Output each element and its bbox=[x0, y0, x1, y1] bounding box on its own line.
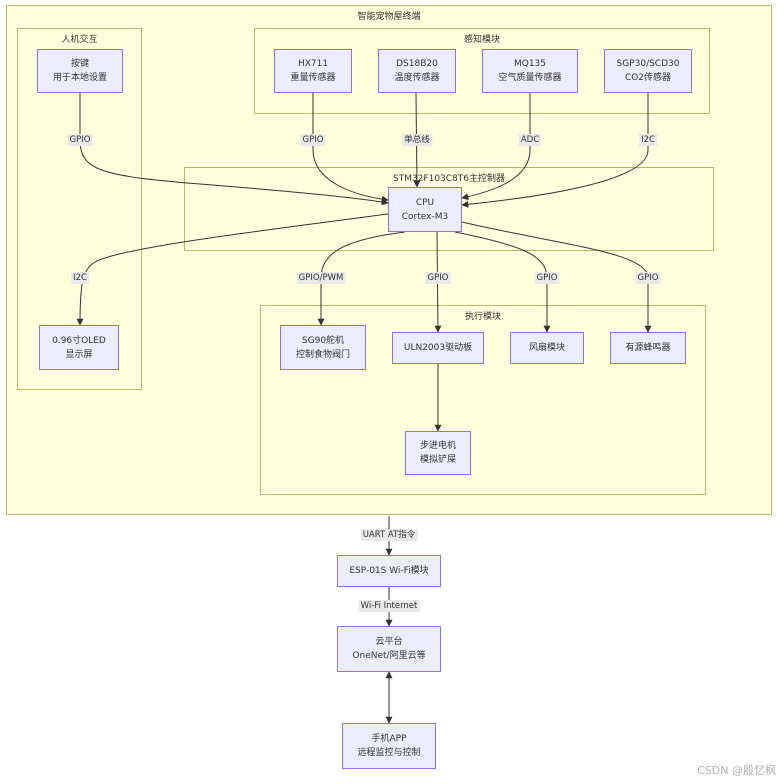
node-uln2003: ULN2003驱动板 bbox=[392, 332, 484, 364]
cluster-sensing-title: 感知模块 bbox=[463, 35, 500, 45]
edge-label-cpu-buzzer: GPIO bbox=[635, 272, 661, 284]
edge-label-sgp30-cpu: I2C bbox=[639, 134, 657, 146]
node-uln2003-line1: ULN2003驱动板 bbox=[403, 343, 473, 353]
edge-label-cpu-servo: GPIO/PWM bbox=[296, 272, 346, 284]
edge-label-mq135-cpu: ADC bbox=[518, 134, 542, 146]
node-key: 按键 用于本地设置 bbox=[37, 49, 123, 93]
node-mq135: MQ135 空气质量传感器 bbox=[482, 49, 578, 93]
edge-cpu-oled bbox=[76, 213, 389, 326]
node-mq135-line2: 空气质量传感器 bbox=[498, 73, 562, 83]
node-key-line2: 用于本地设置 bbox=[52, 73, 107, 83]
node-cpu-line2: Cortex-M3 bbox=[401, 211, 449, 222]
node-cloud-line2: OneNet/阿里云等 bbox=[352, 651, 426, 661]
node-app-line2: 远程监控与控制 bbox=[357, 748, 421, 758]
edge-sgp30-cpu bbox=[461, 93, 649, 208]
node-hx711: HX711 重量传感器 bbox=[274, 49, 352, 93]
node-oled: 0.96寸OLED 显示屏 bbox=[39, 325, 119, 370]
edge-label-cpu-uln: GPIO bbox=[425, 272, 451, 284]
edge-label-esp-cloud: Wi-Fi Internet bbox=[358, 600, 420, 612]
node-esp: ESP-01S Wi-Fi模块 bbox=[337, 555, 441, 587]
edge-hx711-cpu bbox=[312, 93, 389, 203]
cluster-terminal-title: 智能宠物屋终端 bbox=[357, 12, 421, 22]
node-ds18b20: DS18B20 温度传感器 bbox=[378, 49, 456, 93]
edge-key-cpu bbox=[79, 93, 389, 206]
node-fan-line1: 风扇模块 bbox=[528, 343, 565, 353]
node-servo-line2: 控制食物阀门 bbox=[295, 349, 350, 360]
node-buzzer-line1: 有源蜂鸣器 bbox=[625, 343, 671, 353]
node-oled-line1: 0.96寸OLED bbox=[52, 335, 106, 346]
node-ds18b20-line2: 温度传感器 bbox=[394, 73, 440, 83]
node-stepper-line2: 模拟铲屎 bbox=[419, 455, 456, 465]
node-hx711-line1: HX711 bbox=[297, 59, 329, 69]
edge-label-terminal-esp: UART AT指令 bbox=[360, 529, 418, 541]
cluster-hmi-title: 人机交互 bbox=[61, 35, 98, 45]
node-sgp30-line2: CO2传感器 bbox=[624, 73, 672, 83]
node-fan: 风扇模块 bbox=[510, 332, 584, 364]
node-ds18b20-line1: DS18B20 bbox=[396, 59, 438, 69]
node-mq135-line1: MQ135 bbox=[513, 59, 547, 69]
node-cloud: 云平台 OneNet/阿里云等 bbox=[337, 626, 441, 672]
node-stepper: 步进电机 模拟铲屎 bbox=[405, 431, 471, 475]
node-app: 手机APP 远程监控与控制 bbox=[342, 723, 436, 769]
node-hx711-line2: 重量传感器 bbox=[290, 73, 336, 83]
node-servo-line1: SG90舵机 bbox=[301, 335, 345, 346]
node-stepper-line1: 步进电机 bbox=[419, 441, 456, 451]
watermark: CSDN @殷忆枫 bbox=[697, 764, 776, 777]
node-app-line1: 手机APP bbox=[371, 734, 407, 744]
cluster-mcu-title: STM32F103C8T6主控制器 bbox=[392, 174, 506, 184]
node-sgp30-line1: SGP30/SCD30 bbox=[616, 59, 680, 69]
node-buzzer: 有源蜂鸣器 bbox=[610, 332, 686, 364]
edge-label-ds18b20-cpu: 单总线 bbox=[402, 134, 432, 146]
node-oled-line2: 显示屏 bbox=[65, 349, 93, 360]
edge-cpu-fan bbox=[454, 231, 551, 333]
node-key-line1: 按键 bbox=[70, 59, 89, 69]
node-cloud-line1: 云平台 bbox=[375, 637, 403, 647]
node-cpu-line1: CPU bbox=[415, 197, 435, 208]
node-sgp30: SGP30/SCD30 CO2传感器 bbox=[604, 49, 692, 93]
node-cpu: CPU Cortex-M3 bbox=[388, 187, 462, 232]
edge-label-cpu-fan: GPIO bbox=[534, 272, 560, 284]
edge-label-cpu-oled: I2C bbox=[71, 272, 89, 284]
edge-label-key-cpu: GPIO bbox=[67, 134, 93, 146]
cluster-actuators-title: 执行模块 bbox=[464, 312, 501, 322]
node-esp-line1: ESP-01S Wi-Fi模块 bbox=[349, 566, 429, 576]
edge-mq135-cpu bbox=[461, 93, 531, 201]
edge-label-hx711-cpu: GPIO bbox=[300, 134, 326, 146]
node-servo: SG90舵机 控制食物阀门 bbox=[280, 325, 366, 370]
